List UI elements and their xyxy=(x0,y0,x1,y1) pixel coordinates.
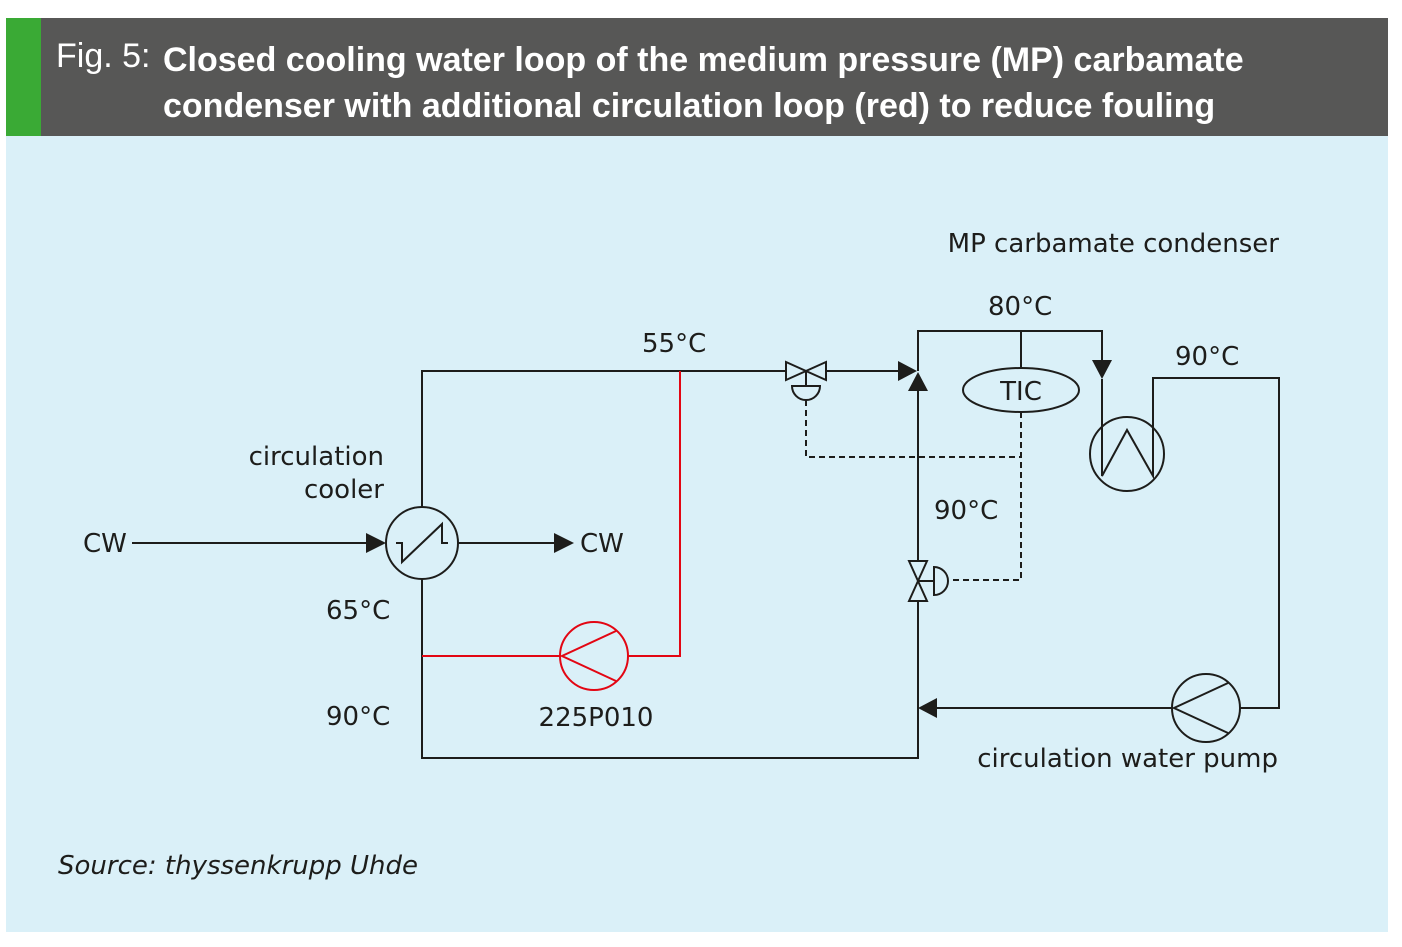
figure-title-line-2: condenser with additional circulation lo… xyxy=(163,87,1216,125)
condenser-feed-line xyxy=(917,330,1103,371)
figure-title-line-1: Closed cooling water loop of the medium … xyxy=(163,41,1244,79)
temperature-65-label: 65°C xyxy=(326,596,390,626)
figure-title: Closed cooling water loop of the medium … xyxy=(163,37,1363,129)
temperature-90-left-label: 90°C xyxy=(326,702,390,732)
cw-inlet-arrow xyxy=(366,533,386,553)
temperature-90-right-label: 90°C xyxy=(1175,342,1239,372)
circulation-cooler-label-1: circulation xyxy=(249,442,384,472)
pump-discharge-arrow xyxy=(918,698,937,718)
circulation-water-pump-symbol xyxy=(1171,673,1241,743)
temperature-55-label: 55°C xyxy=(642,329,706,359)
mp-carbamate-condenser-symbol xyxy=(1089,379,1165,492)
figure-header: Fig. 5: Closed cooling water loop of the… xyxy=(6,18,1388,136)
circulation-cooler-label-2: cooler xyxy=(304,475,384,505)
cw-outlet-label: CW xyxy=(580,529,624,559)
red-circulation-loop-return xyxy=(628,371,681,657)
tic-control-line-bypass-valve xyxy=(950,412,1022,581)
red-pump-225P010 xyxy=(559,621,629,691)
cw-outlet-arrow xyxy=(554,533,574,553)
pump-225P010-label: 225P010 xyxy=(539,703,654,733)
temperature-80-label: 80°C xyxy=(988,292,1052,322)
figure-number: Fig. 5: xyxy=(56,37,151,75)
tic-label: TIC xyxy=(999,377,1042,407)
bypass-arrow-up xyxy=(908,372,928,391)
condenser-inlet-arrow xyxy=(1092,360,1112,379)
control-valve-bypass xyxy=(907,560,949,602)
tic-control-line-top-valve xyxy=(805,400,1021,458)
cw-inlet-label: CW xyxy=(83,529,127,559)
source-credit: Source: thyssenkrupp Uhde xyxy=(58,851,419,881)
condenser-outlet-line xyxy=(1152,377,1280,709)
temperature-90-mid-label: 90°C xyxy=(934,496,998,526)
cooler-outlet-line xyxy=(421,370,786,508)
header-accent-bar xyxy=(6,18,41,136)
junction-arrow-right xyxy=(898,361,917,381)
mp-carbamate-condenser-label: MP carbamate condenser xyxy=(948,229,1280,259)
circulation-cooler-symbol xyxy=(385,506,459,580)
tic-controller xyxy=(962,367,1080,413)
control-valve-top xyxy=(785,360,827,401)
circulation-water-pump-label: circulation water pump xyxy=(977,744,1278,774)
cooler-return-line xyxy=(421,578,919,759)
